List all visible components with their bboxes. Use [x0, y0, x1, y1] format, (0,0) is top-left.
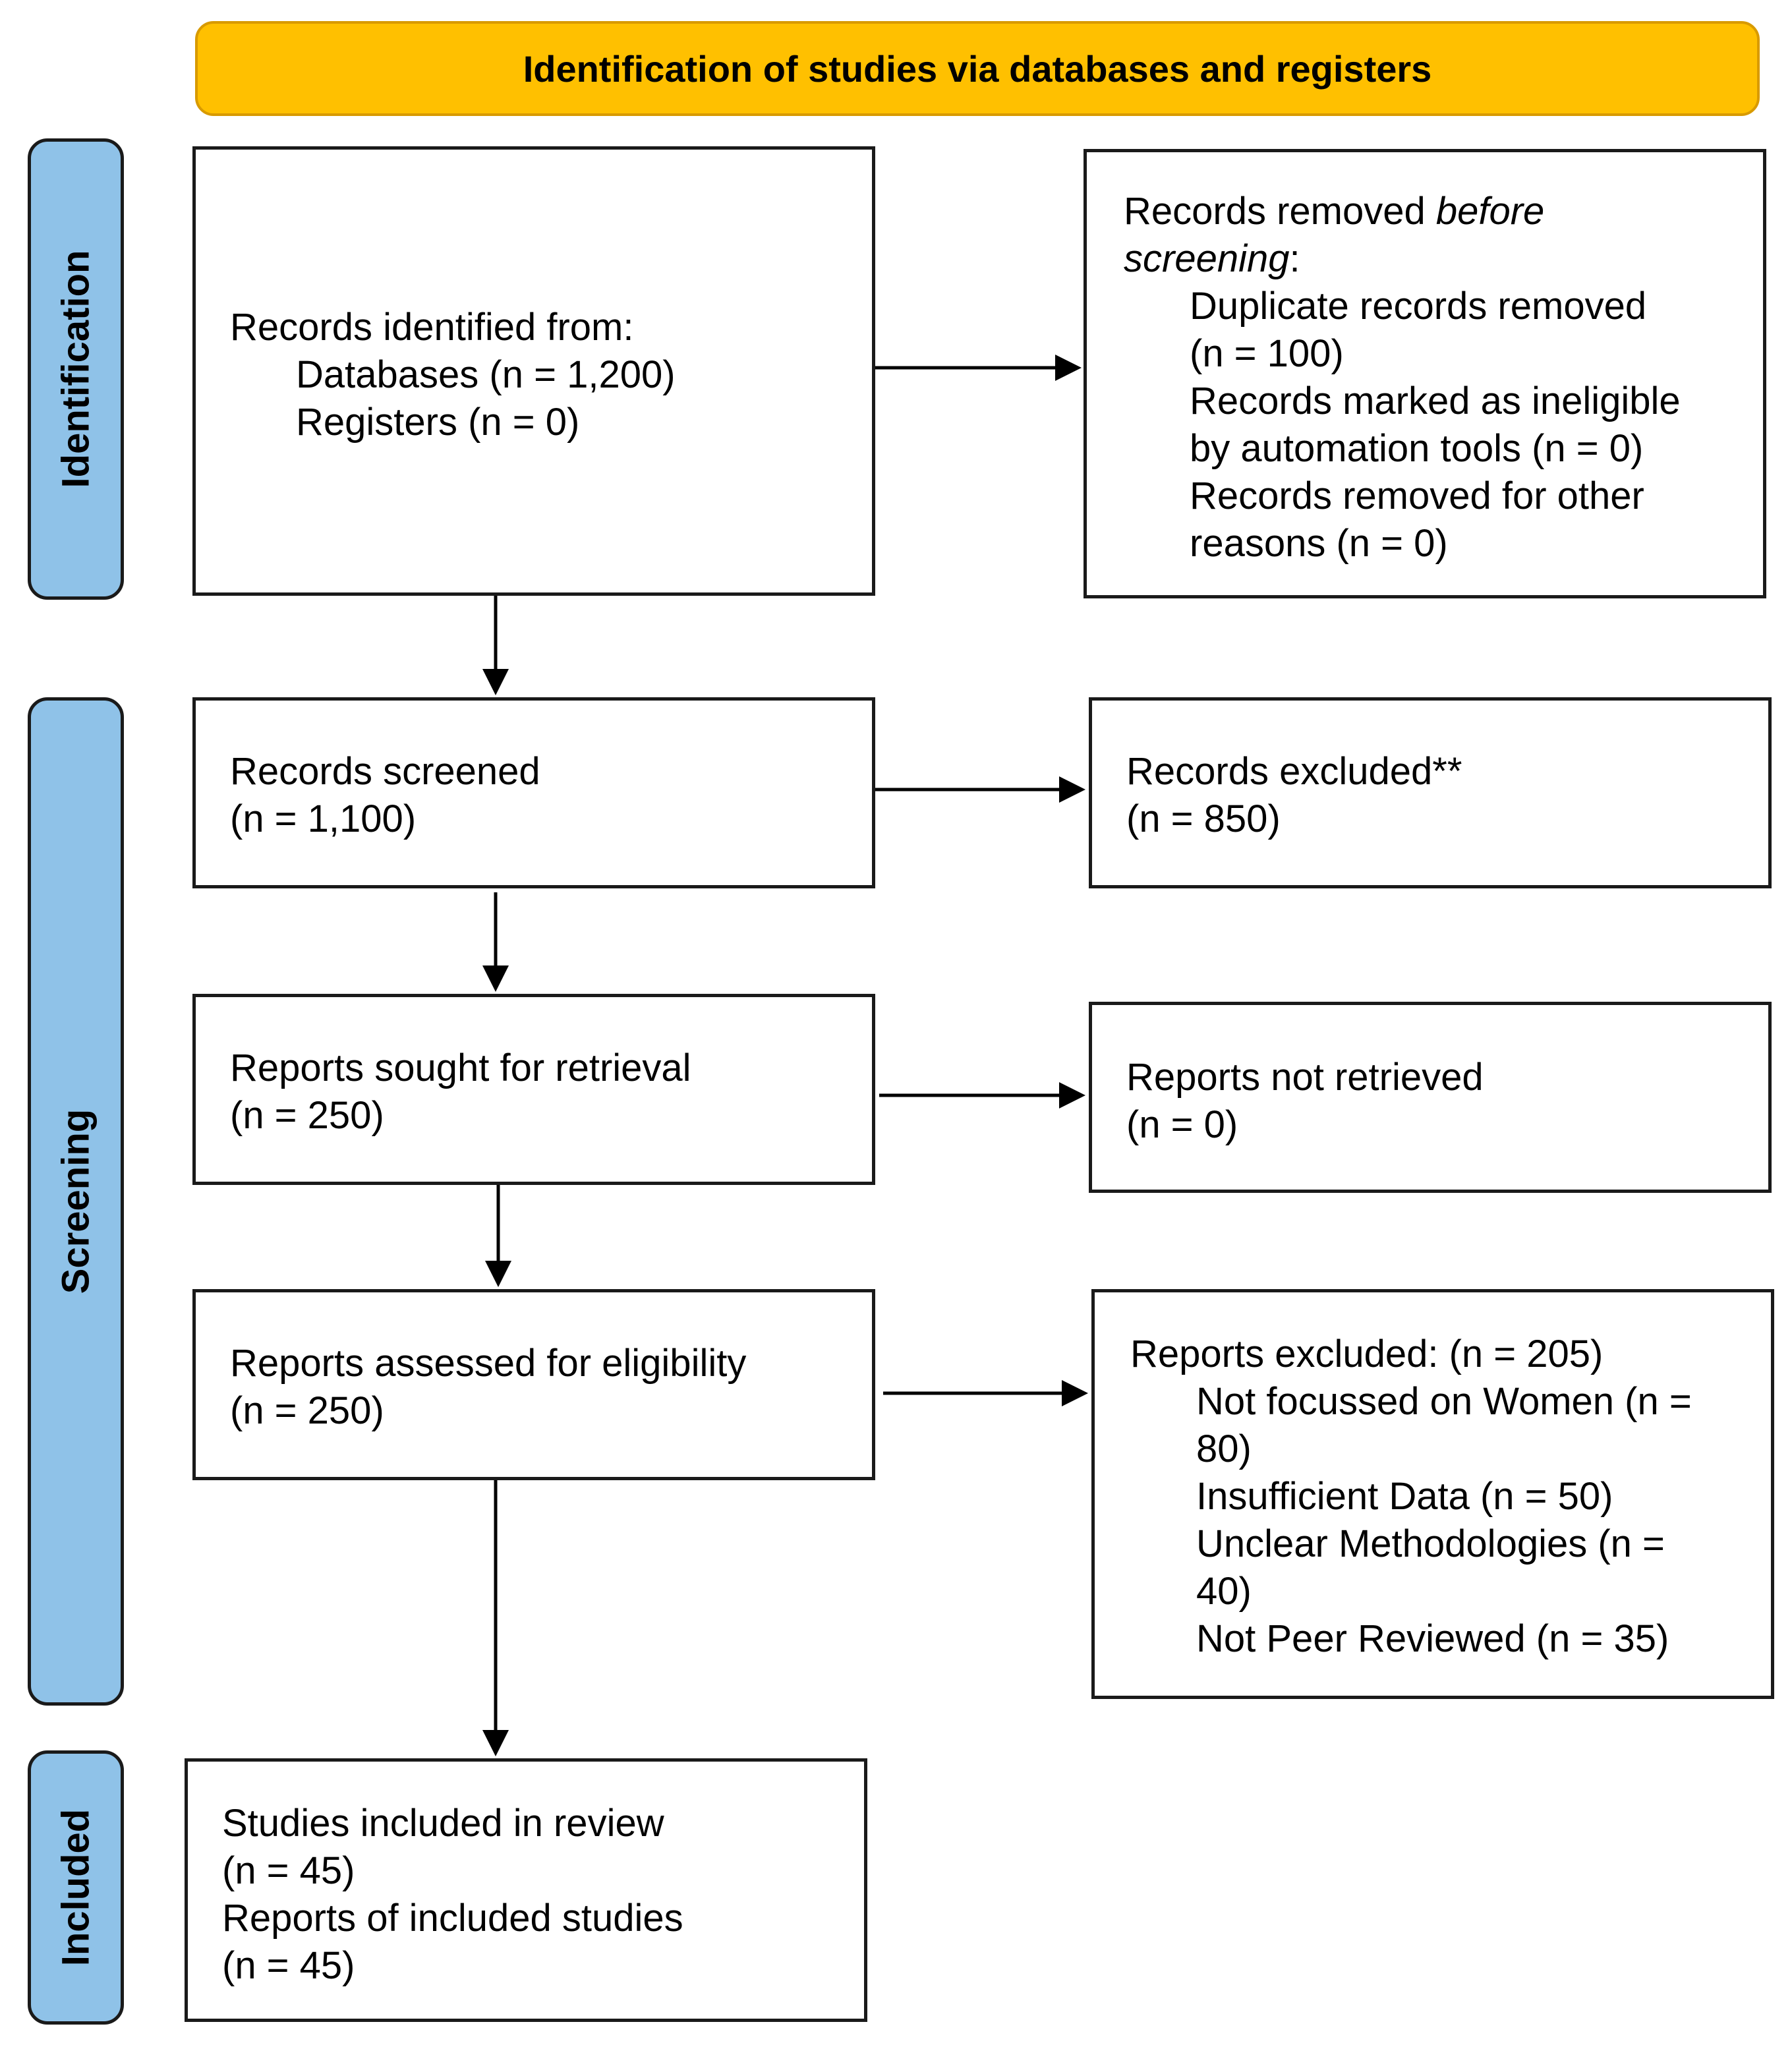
records-removed-title-a: Records removed [1124, 190, 1436, 233]
studies-included-box: Studies included in review (n = 45) Repo… [185, 1758, 867, 2022]
ineligible-records-line2: by automation tools (n = 0) [1190, 427, 1644, 470]
reason-not-focussed-line2: 80) [1196, 1427, 1252, 1470]
records-identified-box: Records identified from: Databases (n = … [192, 146, 875, 596]
studies-included-label: Studies included in review [222, 1802, 664, 1845]
records-removed-title-c: screening [1124, 237, 1290, 280]
reports-not-retrieved-count: (n = 0) [1126, 1103, 1238, 1146]
records-identified-title: Records identified from: [230, 306, 634, 349]
phase-included: Included [28, 1750, 124, 2025]
records-screened-count: (n = 1,100) [230, 797, 417, 840]
other-removed-line1: Records removed for other [1190, 475, 1644, 517]
reports-sought-box: Reports sought for retrieval (n = 250) [192, 994, 875, 1185]
records-removed-box: Records removed before screening: Duplic… [1084, 149, 1766, 598]
records-excluded-count: (n = 850) [1126, 797, 1281, 840]
records-excluded-box: Records excluded** (n = 850) [1089, 697, 1772, 888]
duplicate-records-line2: (n = 100) [1190, 332, 1344, 375]
reason-not-peer-reviewed: Not Peer Reviewed (n = 35) [1196, 1617, 1669, 1660]
records-screened-box: Records screened (n = 1,100) [192, 697, 875, 888]
reports-excluded-box: Reports excluded: (n = 205) Not focussed… [1091, 1289, 1774, 1699]
ineligible-records-line1: Records marked as ineligible [1190, 380, 1681, 422]
records-removed-title-b: before [1435, 190, 1545, 233]
records-excluded-label: Records excluded** [1126, 750, 1462, 793]
records-removed-title: Records removed before [1124, 188, 1763, 235]
reports-sought-label: Reports sought for retrieval [230, 1047, 691, 1089]
reason-not-focussed-line1: Not focussed on Women (n = [1196, 1380, 1692, 1423]
duplicate-records-line1: Duplicate records removed [1190, 285, 1647, 328]
registers-count: Registers (n = 0) [296, 401, 580, 444]
reports-assessed-count: (n = 250) [230, 1389, 384, 1432]
reports-not-retrieved-box: Reports not retrieved (n = 0) [1089, 1002, 1772, 1193]
reports-assessed-label: Reports assessed for eligibility [230, 1342, 747, 1385]
reports-excluded-title: Reports excluded: (n = 205) [1130, 1333, 1604, 1375]
reason-insufficient-data: Insufficient Data (n = 50) [1196, 1475, 1613, 1518]
header-banner: Identification of studies via databases … [195, 21, 1760, 116]
reports-sought-count: (n = 250) [230, 1094, 384, 1137]
reports-assessed-box: Reports assessed for eligibility (n = 25… [192, 1289, 875, 1480]
reports-not-retrieved-label: Reports not retrieved [1126, 1056, 1484, 1099]
phase-identification: Identification [28, 138, 124, 600]
reports-included-label: Reports of included studies [222, 1897, 683, 1940]
header-title: Identification of studies via databases … [523, 47, 1432, 90]
databases-count: Databases (n = 1,200) [296, 353, 676, 396]
studies-included-count: (n = 45) [222, 1849, 355, 1892]
reports-included-count: (n = 45) [222, 1944, 355, 1987]
records-removed-title-d: : [1289, 237, 1300, 280]
records-screened-label: Records screened [230, 750, 540, 793]
phase-screening: Screening [28, 697, 124, 1706]
records-removed-title-line2: screening: [1124, 235, 1763, 283]
reason-unclear-methods-line2: 40) [1196, 1570, 1252, 1613]
other-removed-line2: reasons (n = 0) [1190, 522, 1448, 565]
reason-unclear-methods-line1: Unclear Methodologies (n = [1196, 1522, 1665, 1565]
